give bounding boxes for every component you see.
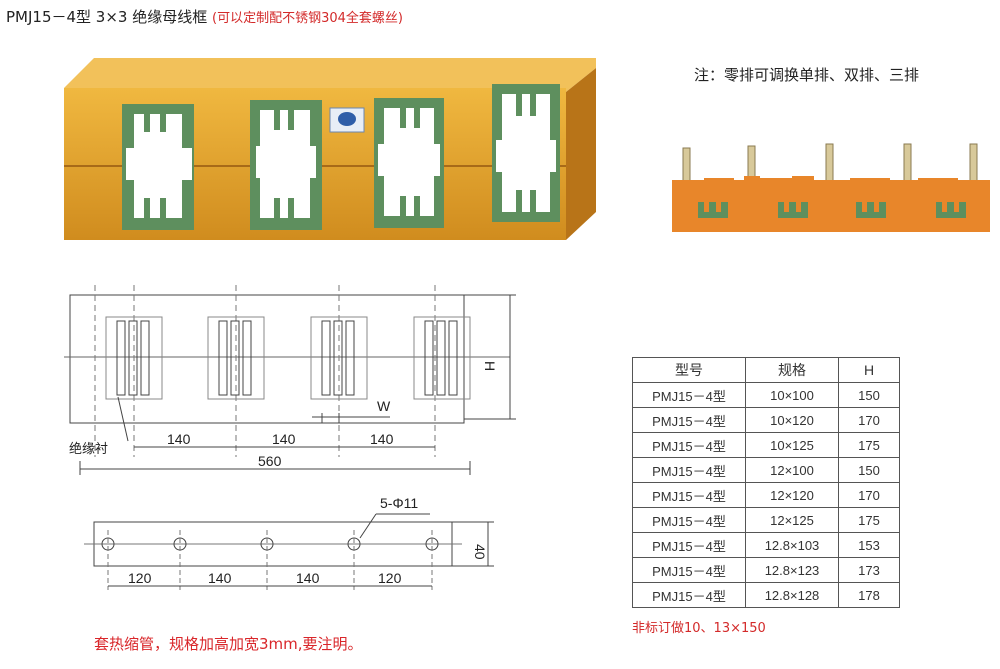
header-model: 型号 [632,357,746,383]
slot-group-1 [105,316,163,400]
dim-spacing-3: 140 [370,431,394,447]
frame-drawing-bottom: 5-Φ11 40 120 140 140 120 [84,495,494,590]
cell-h: 150 [838,382,900,408]
cell-h: 150 [838,457,900,483]
cell-model: PMJ15－4型 [632,482,746,508]
insert-4 [492,84,560,222]
cell-model: PMJ15－4型 [632,457,746,483]
cell-spec: 12×125 [745,507,839,533]
page-title: PMJ15－4型 3×3 绝缘母线框 (可以定制配不锈钢304全套螺丝) [6,6,403,27]
cell-model: PMJ15－4型 [632,382,746,408]
table-header-row: 型号 规格 H [632,357,900,383]
nameplate [329,107,365,133]
slot-group-3 [310,316,368,400]
cell-spec: 12.8×128 [745,582,839,608]
frame-drawing-top: H W 绝缘衬 140 140 140 560 [64,285,516,475]
dim-total: 560 [258,453,282,469]
cell-h: 175 [838,432,900,458]
dim-bottom-3: 140 [296,570,320,586]
footer-note: 套热缩管，规格加高加宽3mm,要注明。 [94,635,363,653]
cell-h: 153 [838,532,900,558]
slot-group-2 [207,316,265,400]
insert-2 [250,100,322,230]
title-main: PMJ15－4型 3×3 绝缘母线框 [6,8,208,26]
slot-group-4 [413,316,471,400]
cell-h: 178 [838,582,900,608]
header-h: H [838,357,900,383]
cell-model: PMJ15－4型 [632,432,746,458]
cell-spec: 12×100 [745,457,839,483]
cell-spec: 10×125 [745,432,839,458]
neutral-bar-photo [672,143,990,232]
insulator-label: 绝缘衬 [69,441,108,456]
dim-height-label: 40 [472,544,488,560]
dim-spacing-1: 140 [167,431,191,447]
cell-spec: 12×120 [745,482,839,508]
frame-outline [69,294,465,424]
cell-model: PMJ15－4型 [632,507,746,533]
dim-bottom-4: 120 [378,570,402,586]
cell-model: PMJ15－4型 [632,557,746,583]
dim-spacing-2: 140 [272,431,296,447]
busbar-frame-photo [64,58,596,240]
cell-h: 170 [838,482,900,508]
cell-spec: 10×100 [745,382,839,408]
header-spec: 规格 [745,357,839,383]
dim-bottom-2: 140 [208,570,232,586]
dim-w-label: W [377,398,391,414]
insert-3 [374,98,444,228]
cell-spec: 12.8×103 [745,532,839,558]
insert-1 [122,104,194,230]
note-text: 注：零排可调换单排、双排、三排 [694,66,920,84]
table-footnote: 非标订做10、13×150 [632,621,766,636]
cell-spec: 10×120 [745,407,839,433]
dim-h-label: H [482,361,498,371]
cell-model: PMJ15－4型 [632,532,746,558]
cell-h: 170 [838,407,900,433]
title-subtitle: (可以定制配不锈钢304全套螺丝) [212,11,403,26]
cell-model: PMJ15－4型 [632,407,746,433]
cell-model: PMJ15－4型 [632,582,746,608]
cell-h: 173 [838,557,900,583]
cell-h: 175 [838,507,900,533]
hole-label: 5-Φ11 [380,495,418,511]
dim-bottom-1: 120 [128,570,152,586]
cell-spec: 12.8×123 [745,557,839,583]
